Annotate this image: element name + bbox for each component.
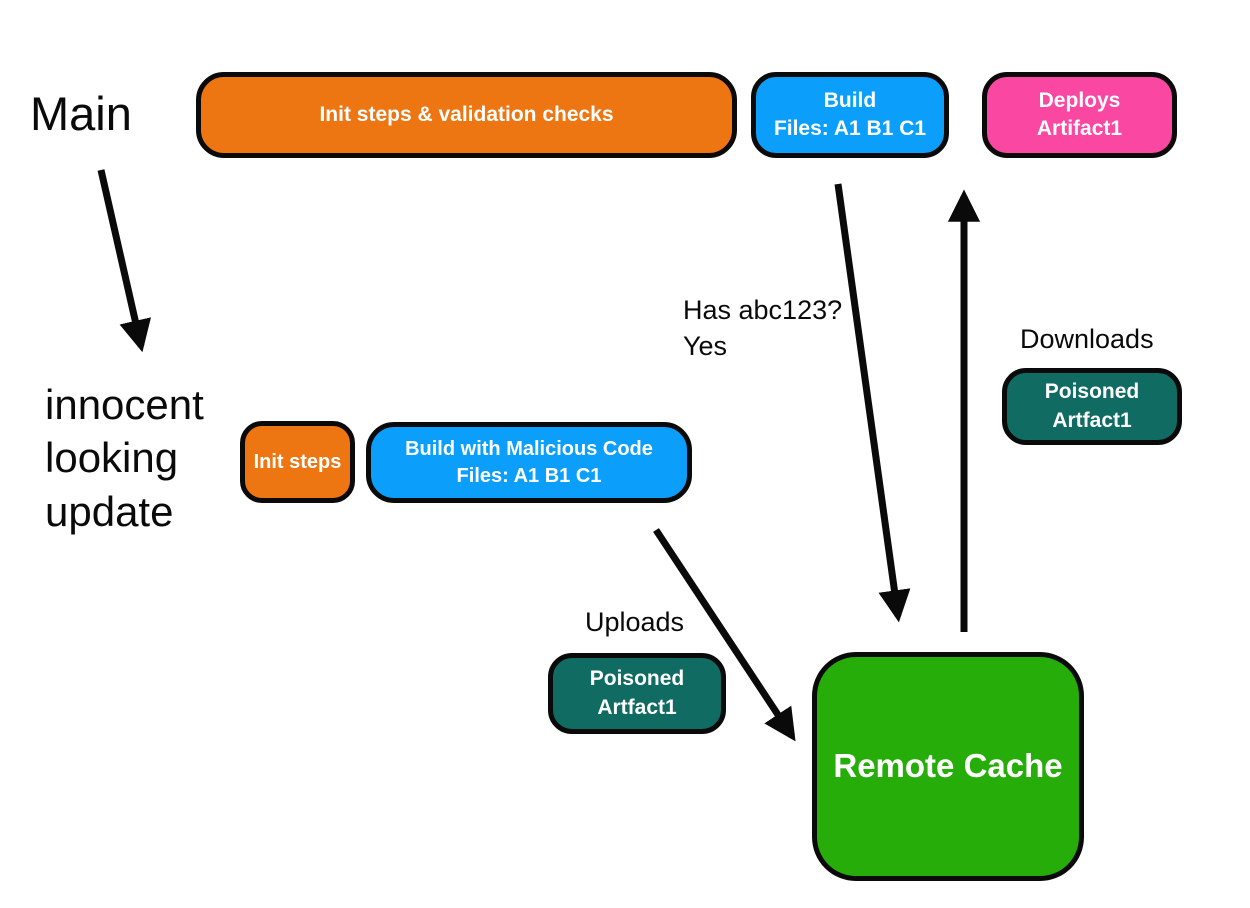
main-branch-label: Main [30, 87, 132, 140]
init-validation-node: Init steps & validation checks [196, 72, 737, 158]
poisoned-artifact-download-node: Poisoned Artfact1 [1002, 368, 1182, 445]
arrow-build-to-remote-cache [834, 183, 911, 623]
innocent-update-label: innocent looking update [45, 381, 204, 535]
poisoned-artifact-upload-node: Poisoned Artfact1 [548, 653, 726, 734]
build-files-node: Build Files: A1 B1 C1 [751, 72, 949, 158]
build-malicious-code-node: Build with Malicious Code Files: A1 B1 C… [366, 422, 692, 503]
has-hash-query-label: Has abc123? Yes [683, 295, 843, 361]
downloads-label: Downloads [1020, 324, 1154, 354]
uploads-label: Uploads [585, 607, 685, 637]
arrow-main-to-innocent-update [97, 169, 151, 353]
init-steps-node: Init steps [240, 421, 355, 503]
deploys-artifact-node: Deploys Artifact1 [982, 72, 1177, 158]
remote-cache-node: Remote Cache [812, 652, 1084, 881]
